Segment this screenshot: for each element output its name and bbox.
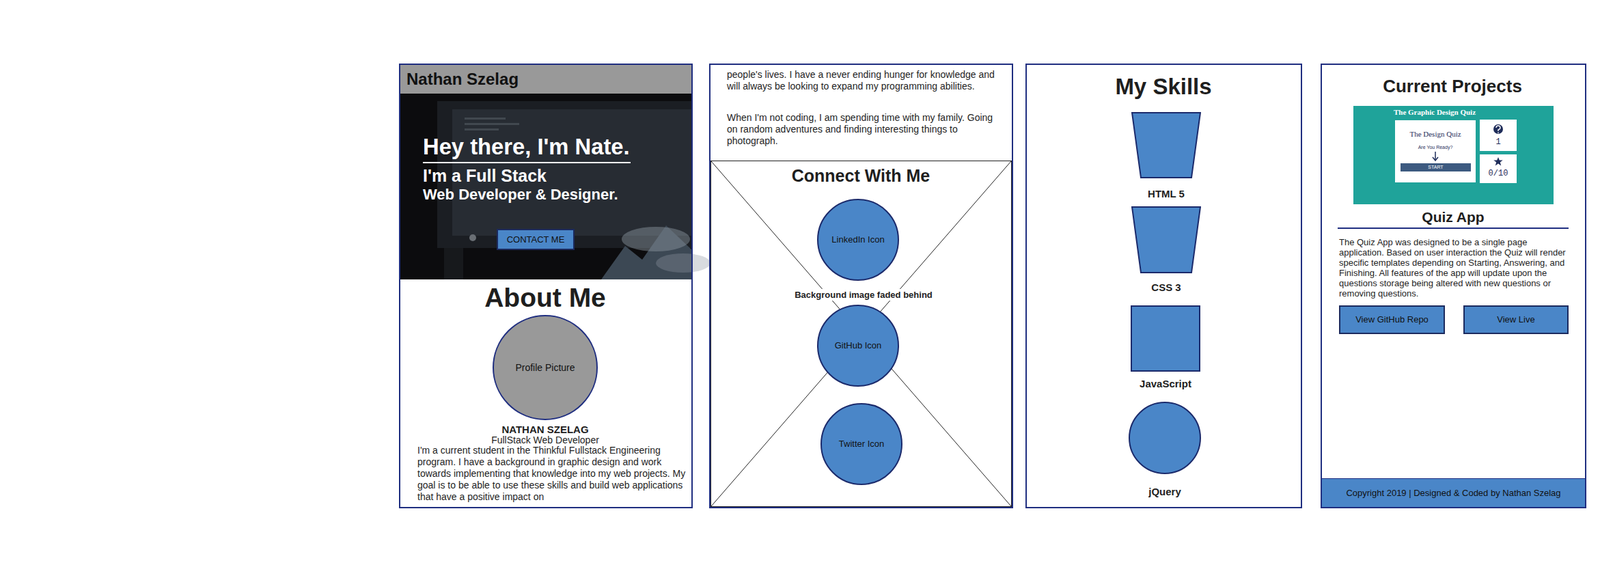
header-bar: Nathan Szelag (400, 64, 692, 94)
cloud (655, 253, 711, 273)
section-heading: About Me (484, 282, 606, 313)
arrow-head (1432, 157, 1439, 161)
skill-label: CSS 3 (1151, 280, 1181, 294)
section-heading: My Skills (1114, 73, 1212, 100)
quiz-screenshot (1353, 105, 1554, 205)
hero-subheading: I'm a Full Stack (422, 166, 547, 186)
project-title: Quiz App (1337, 208, 1569, 229)
placeholder-label: Profile Picture (515, 362, 575, 374)
project-description: The Quiz App was designed to be a single… (1339, 237, 1572, 299)
icon-label: LinkedIn Icon (831, 234, 885, 246)
button-label: View GitHub Repo (1355, 314, 1429, 326)
button-label: START (1427, 163, 1443, 171)
score-box (1479, 154, 1517, 184)
connect-section: LinkedIn IconGitHub IconTwitter Icon Conn… (710, 160, 1012, 507)
section-heading: Current Projects (1382, 75, 1523, 97)
image-placeholder-cross (711, 161, 1012, 507)
question-box (1479, 119, 1517, 151)
phone-screen-panel: Nathan SzelagCONTACT ME Hey there, I'm Na… (398, 63, 693, 509)
quiz-card (1395, 120, 1476, 183)
skill-square: JavaScript (1130, 305, 1201, 372)
button-label: CONTACT ME (506, 234, 565, 246)
star-icon (1493, 157, 1503, 166)
screenshot-title: The Graphic Design Quiz (1393, 107, 1476, 117)
quiz-heading: The Design Quiz (1409, 129, 1461, 139)
hero-photo (400, 93, 711, 280)
contact-button: CONTACT ME (496, 228, 575, 251)
about-paragraph: When I'm not coding, I am spending time … (726, 112, 997, 147)
skill-circle: jQuery (1128, 401, 1202, 475)
screen-line (464, 122, 520, 126)
skill-label: jQuery (1148, 485, 1182, 499)
hero-banner: CONTACT ME Hey there, I'm Nate.I'm a Full… (400, 93, 692, 280)
arrow-shaft (1434, 151, 1437, 160)
section-heading: Connect With Me (791, 166, 931, 186)
phone-screen-panel: LinkedIn IconGitHub IconTwitter Icon Conn… (709, 63, 1014, 509)
question-dot (1497, 131, 1499, 134)
footer-bar: Copyright 2019 | Designed & Coded by Nat… (1321, 478, 1585, 507)
screen-line (464, 128, 499, 131)
score-value: 0/10 (1488, 168, 1509, 179)
cross-line (711, 161, 1012, 507)
icon-label: GitHub Icon (834, 340, 882, 352)
question-mark (1496, 125, 1501, 132)
skill-trapezoid: HTML 5 (1131, 112, 1202, 179)
quiz-card: START The Design QuizAre You Ready? (1395, 120, 1476, 183)
about-paragraph: people's lives. I have a never ending hu… (726, 69, 997, 93)
question-icon (1493, 124, 1503, 134)
start-button: START (1400, 163, 1471, 172)
project-screenshot: START The Design QuizAre You Ready? 1 0/10 T… (1353, 105, 1554, 205)
skill-label: JavaScript (1139, 377, 1192, 391)
site-title: Nathan Szelag (406, 68, 519, 91)
trapezoid-shape (1132, 112, 1201, 178)
profile-circle: Profile Picture (492, 314, 598, 421)
cloud (621, 226, 691, 252)
icon-label: Twitter Icon (838, 438, 885, 450)
hero-ground (400, 93, 692, 280)
monitor-stand (444, 247, 464, 280)
phone-screen-panel: STARTThe Design QuizAre You Ready?10/10T… (1320, 63, 1587, 509)
phone-screen-panel: HTML 5 CSS 3 JavaScript jQuery My Skills (1025, 63, 1303, 509)
apple-logo (469, 234, 477, 242)
social-icon-circle: Twitter Icon (820, 403, 903, 486)
button-label: View Live (1496, 314, 1535, 326)
trapezoid-outline (1131, 112, 1202, 179)
link-button: View Live (1463, 305, 1569, 335)
social-icon-circle: GitHub Icon (817, 304, 900, 387)
screenshot-ground (1353, 105, 1554, 205)
hero-heading: Hey there, I'm Nate. (422, 133, 631, 164)
about-paragraph: I'm a current student in the Thinkful Fu… (417, 444, 688, 503)
skill-label: HTML 5 (1147, 187, 1185, 201)
footer-text: Copyright 2019 | Designed & Coded by Nat… (1345, 487, 1561, 499)
question-counter: 1 (1479, 119, 1517, 151)
social-icon-circle: LinkedIn Icon (817, 198, 900, 281)
hero-subheading: Web Developer & Designer. (422, 185, 619, 204)
profile-name: NATHAN SZELAG (501, 423, 589, 436)
screen-line (464, 117, 506, 120)
wireframe-note: Background image faded behind (791, 288, 936, 301)
score-counter: 0/10 (1479, 154, 1517, 184)
skill-trapezoid: CSS 3 (1131, 206, 1202, 274)
quiz-prompt: Are You Ready? (1418, 144, 1454, 151)
cross-line (711, 161, 1012, 507)
trapezoid-shape (1132, 207, 1201, 273)
trapezoid-outline (1131, 206, 1202, 274)
link-button: View GitHub Repo (1339, 305, 1445, 335)
profile-role: FullStack Web Developer (491, 434, 600, 447)
question-number: 1 (1495, 137, 1501, 148)
